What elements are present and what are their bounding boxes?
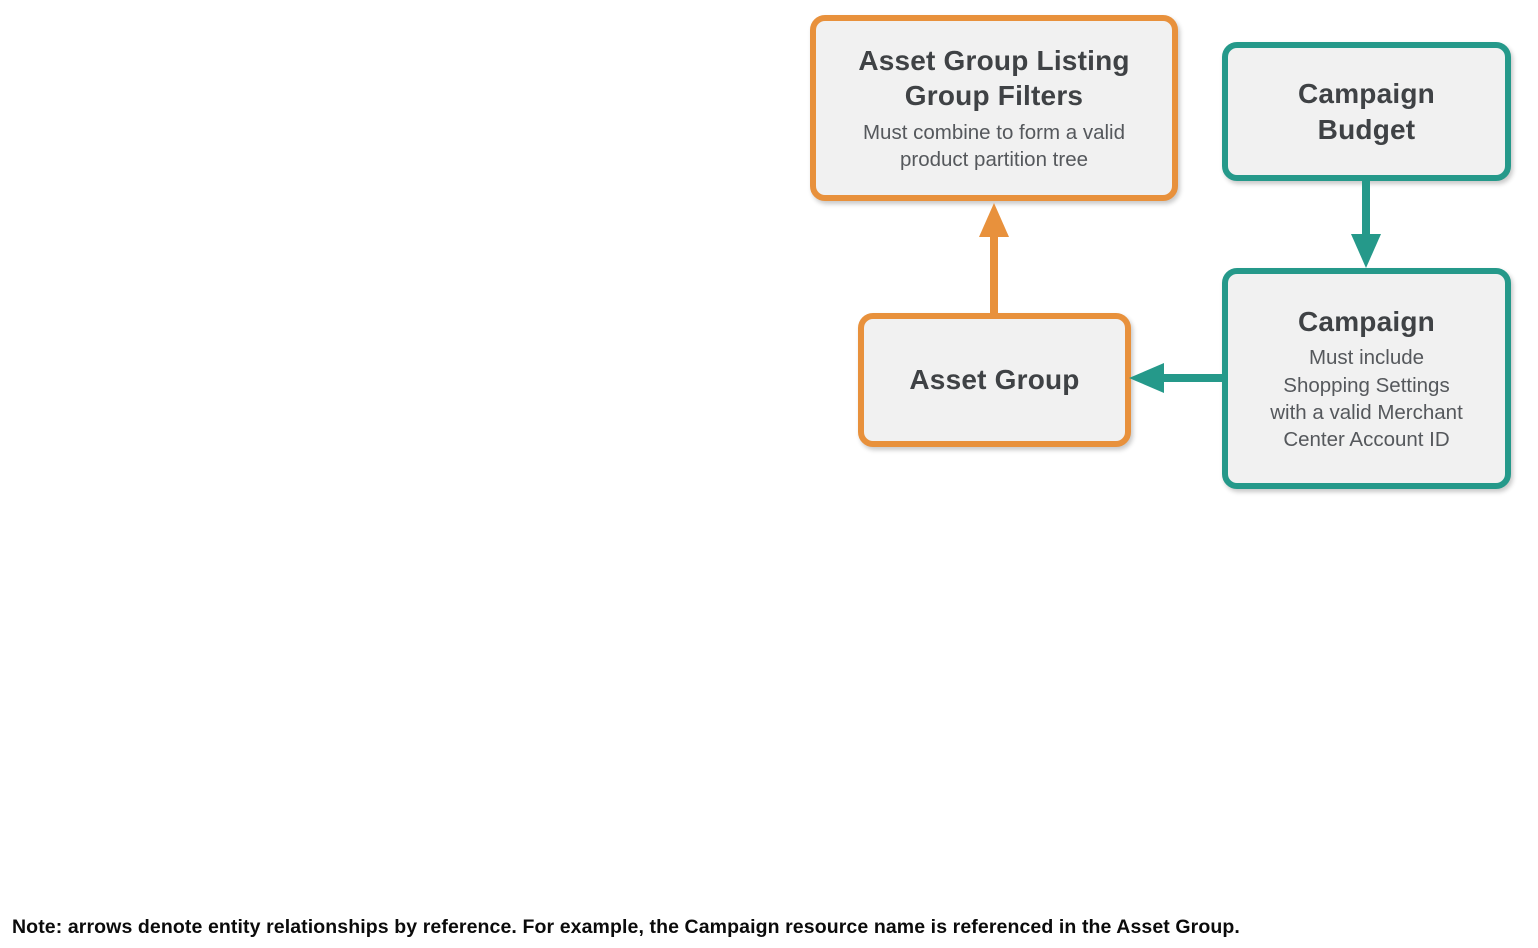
node-asset-group-listing-group-filters: Asset Group Listing Group Filters Must c…: [810, 15, 1178, 201]
node-subtitle-campaign: Must include Shopping Settings with a va…: [1270, 346, 1463, 452]
arrow-asset-group-to-listing-group-filters-stem: [990, 230, 998, 314]
node-title-asset-group: Asset Group: [909, 364, 1080, 396]
node-title-campaign-budget: Campaign Budget: [1298, 77, 1435, 145]
note-text: Note: arrows denote entity relationships…: [12, 916, 1240, 938]
node-asset-group: Asset Group: [858, 313, 1131, 447]
node-subtitle-asset-group-listing-group-filters: Must combine to form a valid product par…: [862, 120, 1126, 172]
node-campaign: Campaign Must include Shopping Settings …: [1222, 268, 1511, 489]
arrow-campaign-to-asset-group-stem: [1162, 374, 1223, 382]
node-title-asset-group-listing-group-filters: Asset Group Listing Group Filters: [858, 44, 1130, 112]
node-title-campaign: Campaign: [1298, 305, 1435, 337]
arrow-asset-group-to-listing-group-filters-head: [979, 203, 1009, 237]
arrow-campaign-budget-to-campaign-head: [1351, 234, 1381, 268]
node-campaign-budget: Campaign Budget: [1222, 42, 1511, 181]
arrow-campaign-budget-to-campaign-stem: [1362, 180, 1370, 235]
arrow-campaign-to-asset-group-head: [1129, 363, 1164, 393]
